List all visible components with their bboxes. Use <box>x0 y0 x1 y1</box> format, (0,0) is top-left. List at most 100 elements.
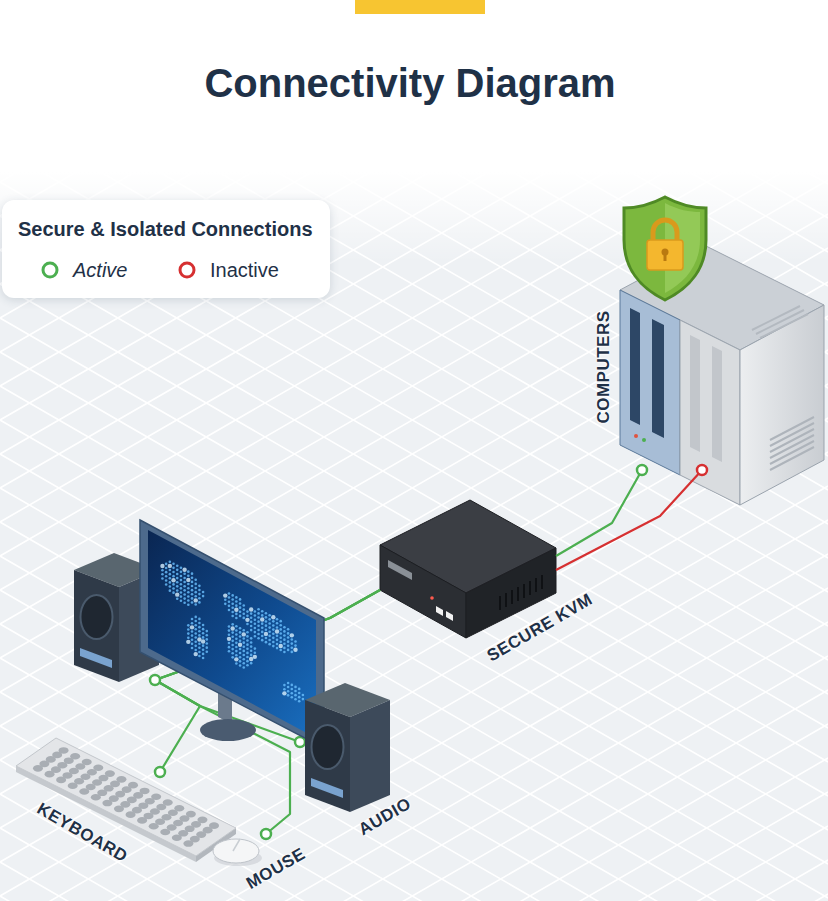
map-dot <box>272 624 275 627</box>
map-dot <box>176 564 179 567</box>
map-dot <box>194 603 197 606</box>
map-dot <box>228 592 231 595</box>
device-node: AUDIO <box>300 683 390 812</box>
device-node: SECURE KVM <box>380 500 556 638</box>
map-dot <box>246 664 249 667</box>
map-dot <box>176 577 179 580</box>
connector-line <box>155 590 380 772</box>
map-dot <box>294 694 297 697</box>
map-dot <box>165 583 168 586</box>
map-dot <box>287 649 290 652</box>
map-dot <box>257 637 260 640</box>
map-dot <box>187 570 190 573</box>
map-dot <box>202 591 205 594</box>
monitor-neck <box>218 690 232 724</box>
grid-line <box>0 826 828 901</box>
map-dot <box>180 579 183 582</box>
device-node: MOUSE <box>209 834 300 866</box>
device-label: MOUSE <box>243 844 309 894</box>
map-dot <box>176 597 179 600</box>
kvm-vents <box>500 575 542 610</box>
map-dot <box>254 635 257 638</box>
map-dot <box>187 636 190 639</box>
map-dot <box>187 632 190 635</box>
map-dot <box>223 593 227 597</box>
map-dot <box>257 616 260 619</box>
world-map-dots <box>160 560 304 702</box>
map-dot <box>279 632 282 635</box>
keyboard-key <box>91 794 101 801</box>
lock-body <box>647 240 683 270</box>
map-dot <box>231 631 234 634</box>
map-dot <box>228 629 231 632</box>
map-dot <box>257 625 260 628</box>
map-dot <box>235 613 238 616</box>
map-dot <box>194 578 197 581</box>
map-dot <box>246 639 249 642</box>
map-dot <box>165 563 168 566</box>
keyboard-key <box>102 800 112 807</box>
legend-label: Inactive <box>210 259 279 281</box>
map-dot <box>165 567 168 570</box>
map-dot <box>291 646 294 649</box>
map-dot <box>242 650 245 653</box>
map-dot <box>242 632 246 636</box>
map-dot <box>242 641 245 644</box>
map-dot <box>172 575 175 578</box>
map-dot <box>302 698 305 701</box>
map-dot <box>191 572 194 575</box>
legend-item: Inactive <box>177 260 279 280</box>
map-dot <box>172 591 175 594</box>
grid-line <box>0 520 828 901</box>
map-dot <box>176 585 179 588</box>
map-dot <box>268 630 271 633</box>
map-dot <box>239 598 242 601</box>
grid-line <box>0 418 828 896</box>
map-dot <box>202 632 205 635</box>
map-dot <box>239 606 242 609</box>
map-dot <box>283 651 286 654</box>
map-dot <box>235 646 238 649</box>
map-dot <box>254 618 257 621</box>
map-dot <box>276 622 279 625</box>
map-dot <box>272 641 275 644</box>
map-dot <box>191 647 194 650</box>
mouse-body <box>213 839 259 863</box>
map-dot <box>231 611 234 614</box>
map-dot <box>235 633 238 636</box>
keyboard-key <box>172 834 182 841</box>
map-dot <box>279 620 282 623</box>
map-dot <box>246 647 249 650</box>
map-dot <box>246 631 249 634</box>
map-dot <box>198 647 201 650</box>
map-dot <box>231 615 234 618</box>
map-dot <box>228 625 231 628</box>
map-dot <box>198 655 201 658</box>
map-dot <box>183 593 186 596</box>
vent-lines <box>752 306 808 338</box>
map-dot <box>224 603 227 606</box>
tower-front-grey <box>680 320 740 505</box>
map-dot <box>242 658 245 661</box>
drive-slot <box>690 335 700 452</box>
map-dot <box>187 624 190 627</box>
keyboard-key <box>79 788 89 795</box>
map-dot <box>287 690 290 693</box>
map-dot <box>298 696 301 699</box>
map-dot <box>231 598 234 601</box>
map-dot <box>268 635 271 638</box>
legend-heading: Secure & Isolated Connections <box>18 216 313 242</box>
map-dot <box>250 641 253 644</box>
map-dot <box>194 649 197 652</box>
map-dot <box>250 637 253 640</box>
map-dot <box>254 610 257 613</box>
map-dot <box>227 637 231 641</box>
map-dot <box>194 636 197 639</box>
map-dot <box>187 628 190 631</box>
map-dot <box>291 684 294 687</box>
map-dot <box>265 641 268 644</box>
legend-label: Active <box>73 259 127 281</box>
port-ring <box>697 465 707 475</box>
ground <box>0 172 828 901</box>
map-dot <box>239 652 242 655</box>
